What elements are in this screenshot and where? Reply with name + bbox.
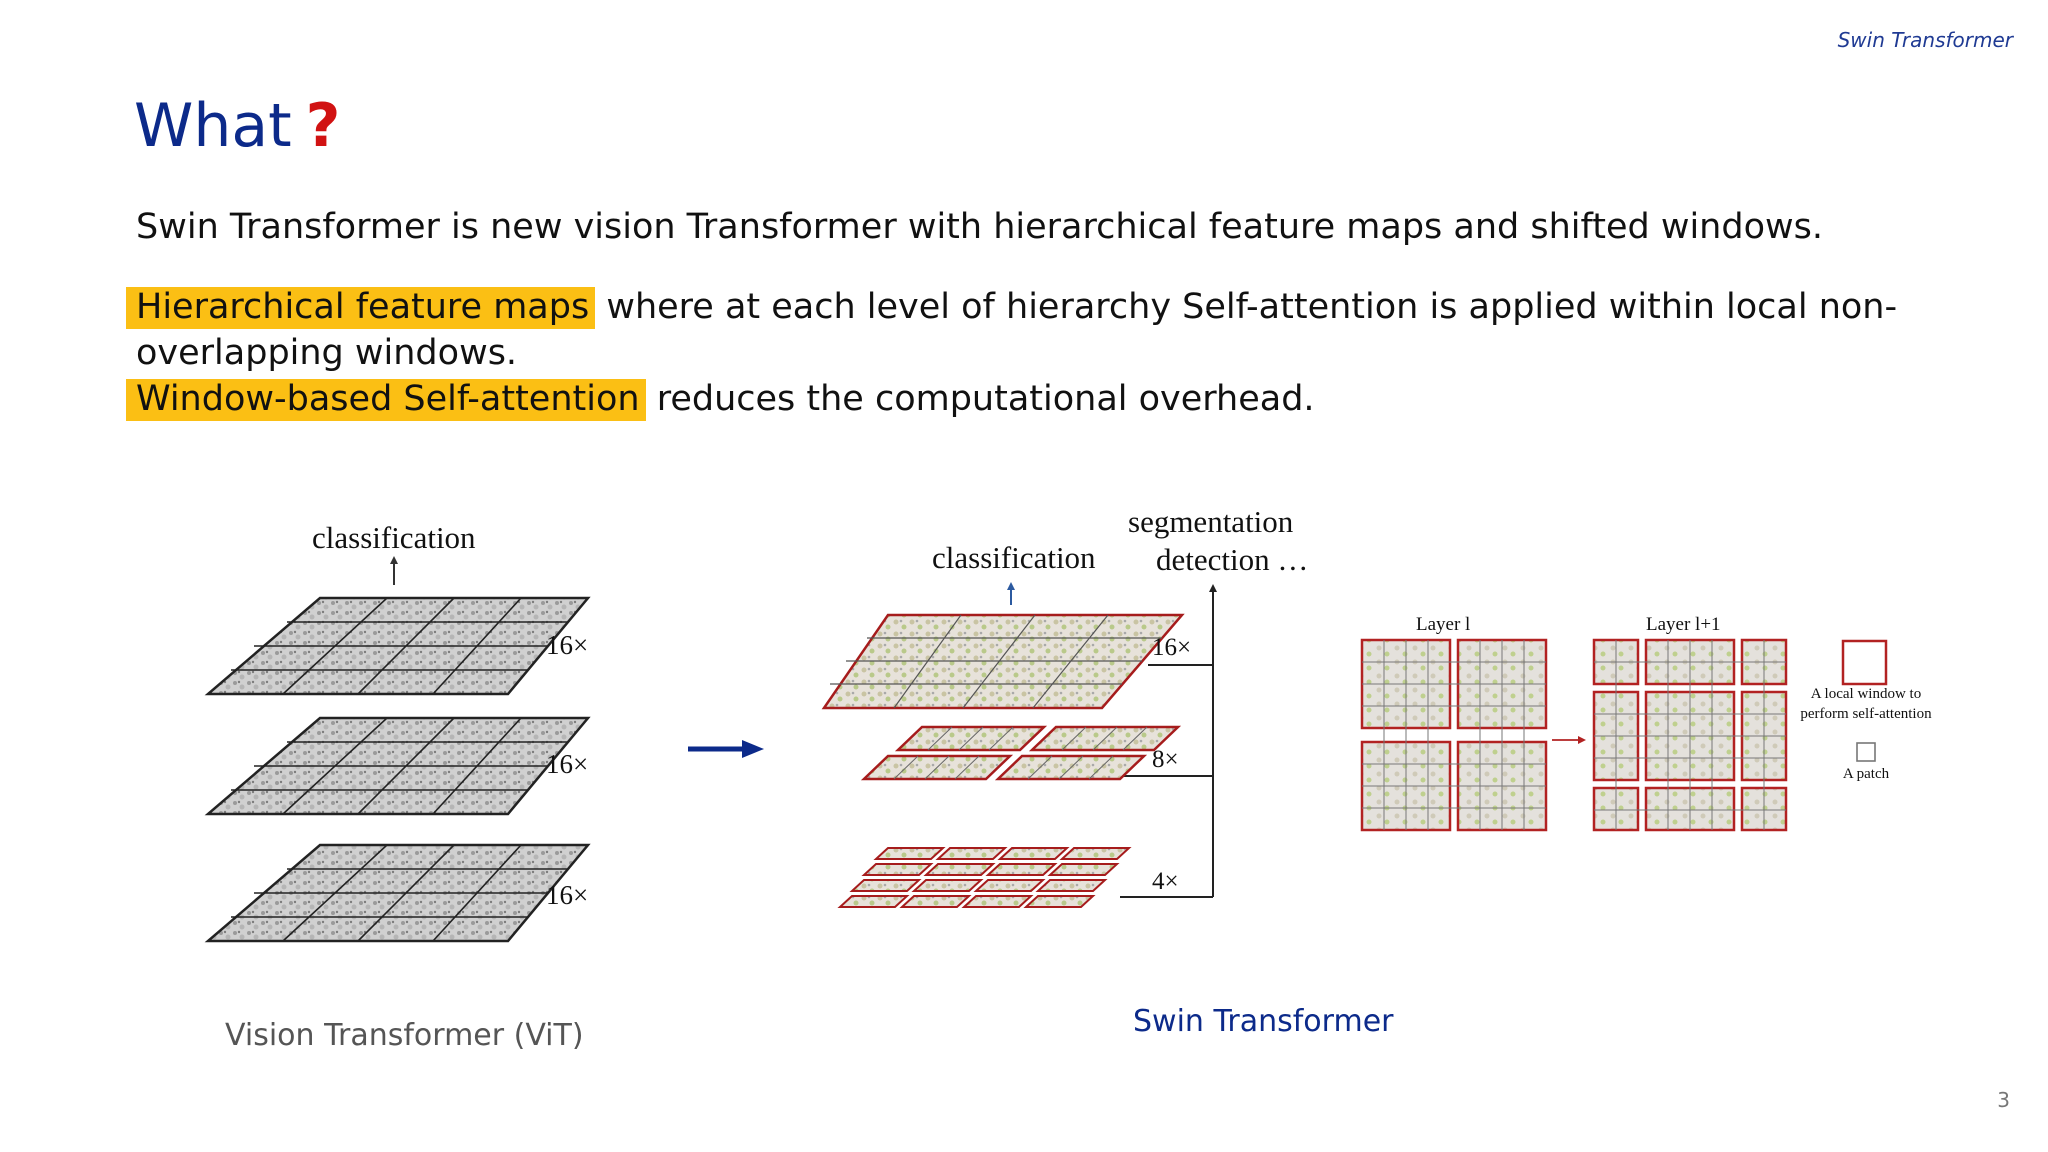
legend-window-line1: A local window to — [1796, 686, 1936, 703]
page-number: 3 — [1997, 1088, 2010, 1112]
swin-layer-16x — [824, 615, 1182, 708]
legend-patch: A patch — [1816, 766, 1916, 783]
local-window-legend-icon — [1840, 638, 1890, 688]
layer-l-windows — [1362, 640, 1546, 830]
swin-layer-8x — [864, 727, 1178, 779]
arrow-right-icon — [686, 736, 766, 762]
body-paragraph-2: Hierarchical feature maps where at each … — [136, 286, 1897, 328]
swin-caption: Swin Transformer — [1133, 1004, 1393, 1039]
slide-title: What? — [134, 96, 340, 156]
header-label: Swin Transformer — [1838, 28, 2013, 52]
p3-rest: reduces the computational overhead. — [646, 379, 1315, 419]
layer-l-label: Layer l — [1416, 614, 1470, 636]
p2-rest: where at each level of hierarchy Self-at… — [595, 287, 1897, 327]
layer-l1-label: Layer l+1 — [1646, 614, 1721, 636]
swin-classification-label: classification — [932, 540, 1096, 576]
vit-top-label: classification — [312, 520, 476, 556]
body-line-1: Swin Transformer is new vision Transform… — [136, 206, 1823, 248]
swin-layer-4x — [840, 848, 1129, 907]
swin-segmentation-label: segmentation — [1128, 504, 1293, 540]
swin-layer-8x-scale: 8× — [1152, 746, 1179, 774]
question-mark: ? — [306, 91, 341, 161]
vit-caption: Vision Transformer (ViT) — [225, 1018, 584, 1053]
vit-layer-2 — [208, 718, 588, 814]
window-shift-diagram — [1356, 630, 1796, 840]
swin-layer-4x-scale: 4× — [1152, 868, 1179, 896]
highlight-hierarchical: Hierarchical feature maps — [126, 287, 595, 329]
legend-window-line2: perform self-attention — [1786, 706, 1946, 723]
vit-layer-3 — [208, 845, 588, 941]
swin-layer-16x-scale: 16× — [1152, 634, 1191, 662]
vit-layer-1-scale: 16× — [546, 630, 588, 661]
vit-layer-3-scale: 16× — [546, 880, 588, 911]
vit-layer-2-scale: 16× — [546, 749, 588, 780]
body-paragraph-2-line2: overlapping windows. — [136, 332, 517, 374]
patch-legend-icon — [1855, 741, 1877, 763]
swin-detection-label: detection … — [1156, 542, 1308, 578]
title-text: What — [134, 91, 292, 161]
vit-layer-1 — [208, 598, 588, 694]
highlight-window-attention: Window-based Self-attention — [126, 379, 646, 421]
body-paragraph-3: Window-based Self-attention reduces the … — [136, 378, 1315, 420]
